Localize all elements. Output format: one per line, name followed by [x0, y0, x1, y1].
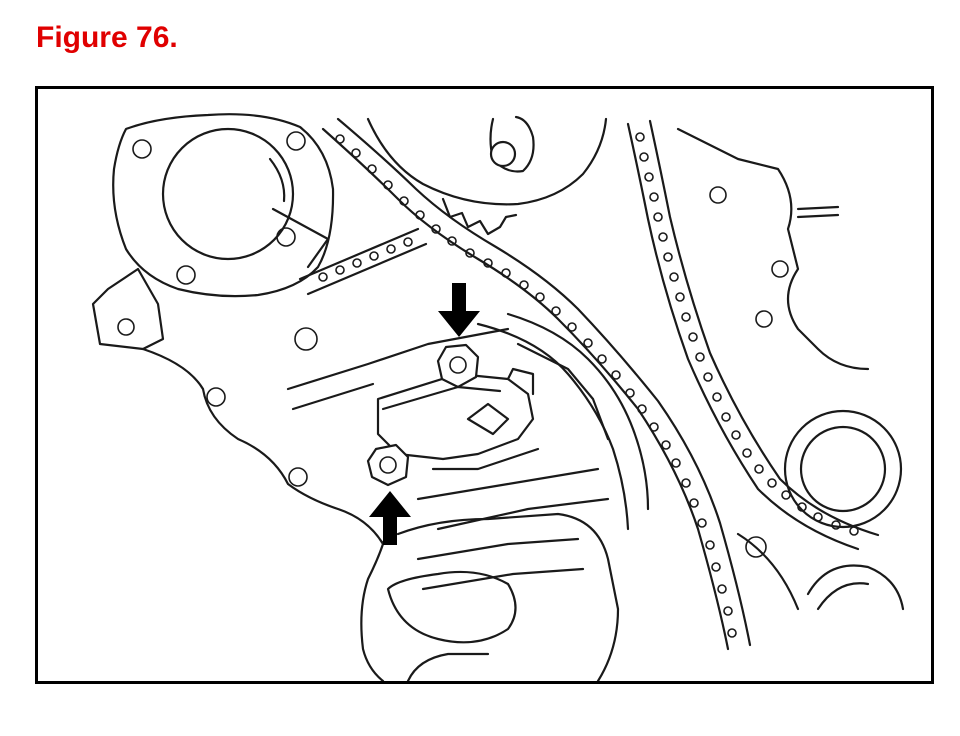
- center-cam-gear: [366, 115, 608, 236]
- illustration-frame: [35, 86, 934, 684]
- figure-title: Figure 76.: [36, 21, 178, 54]
- lower-bolt: [366, 443, 410, 487]
- upper-bolt: [436, 343, 480, 389]
- chain-guide: [476, 312, 650, 531]
- chain-tensioner: [376, 367, 610, 531]
- callout-arrow-down-icon: [438, 283, 480, 337]
- left-sprocket-chain: [298, 227, 428, 296]
- timing-chain-diagram: [91, 113, 905, 681]
- callout-arrow-up-icon: [369, 491, 411, 545]
- left-bracket: [91, 267, 165, 351]
- left-timing-chain: [321, 117, 752, 651]
- timing-cover-outline: [141, 327, 510, 681]
- left-cam-sprocket: [112, 113, 335, 298]
- right-engine-block: [676, 127, 905, 611]
- tensioner-housing: [386, 512, 620, 681]
- right-timing-chain: [626, 119, 880, 551]
